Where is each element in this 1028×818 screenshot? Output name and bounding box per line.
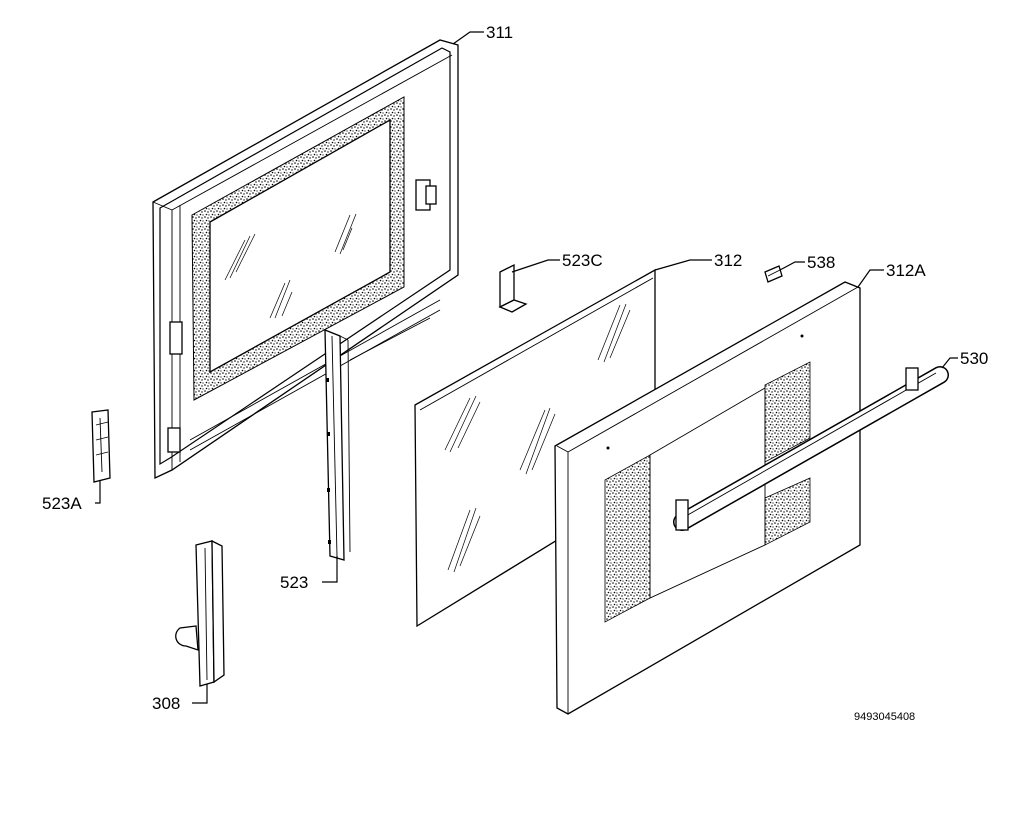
label-530: 530 — [960, 349, 988, 368]
label-538: 538 — [807, 253, 835, 272]
part-311-door-frame — [152, 39, 459, 480]
label-312a: 312A — [886, 261, 926, 280]
label-523a: 523A — [42, 494, 82, 513]
part-labels: 311 523C 312 538 312A 530 523A 523 308 9… — [42, 23, 988, 723]
label-523c: 523C — [562, 251, 603, 270]
part-530-handle — [673, 366, 949, 531]
part-523c-clip — [498, 263, 528, 313]
label-311: 311 — [486, 23, 513, 42]
leader-lines — [95, 31, 958, 704]
part-523-rail — [324, 329, 351, 561]
part-523a-bracket — [91, 409, 111, 483]
label-523: 523 — [280, 573, 308, 592]
part-538-screw — [764, 265, 783, 283]
drawing-code: 9493045408 — [854, 711, 915, 723]
label-308: 308 — [152, 694, 180, 713]
label-312: 312 — [714, 251, 742, 270]
part-308-hinge — [175, 539, 225, 687]
